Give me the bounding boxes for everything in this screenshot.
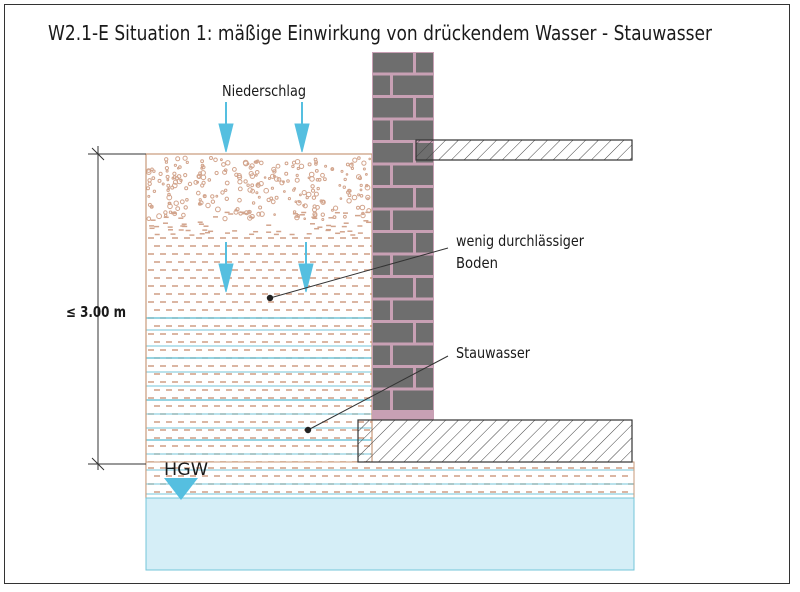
groundwater-level-icon bbox=[164, 478, 198, 500]
height-label: ≤ 3.00 m bbox=[66, 303, 126, 321]
soil-label-line1: wenig durchlässiger bbox=[456, 232, 585, 250]
perched-water-label: Stauwasser bbox=[456, 344, 531, 362]
diagram-title: W2.1-E Situation 1: mäßige Einwirkung vo… bbox=[48, 21, 712, 45]
soil-band-below-slab bbox=[145, 461, 635, 499]
diagram-frame bbox=[4, 4, 790, 584]
groundwater-label: HGW bbox=[164, 460, 208, 480]
basement-brick-wall bbox=[372, 52, 434, 420]
down-arrow-icon bbox=[294, 123, 310, 153]
down-arrow-icon bbox=[298, 263, 314, 293]
floor-slab bbox=[357, 419, 633, 463]
precipitation-arrows bbox=[218, 102, 314, 293]
height-dimension bbox=[88, 146, 146, 471]
ceiling-slab bbox=[415, 139, 633, 161]
down-arrow-icon bbox=[218, 263, 234, 293]
groundwater-body bbox=[145, 497, 635, 571]
down-arrow-icon bbox=[218, 123, 234, 153]
leader-dot-icon bbox=[304, 426, 312, 434]
precipitation-label: Niederschlag bbox=[222, 82, 306, 100]
soil-body bbox=[146, 154, 372, 498]
perched-water-layer bbox=[146, 317, 372, 455]
leader-dot-icon bbox=[266, 294, 274, 302]
leader-lines bbox=[269, 247, 449, 431]
soil-label-line2: Boden bbox=[456, 254, 498, 272]
